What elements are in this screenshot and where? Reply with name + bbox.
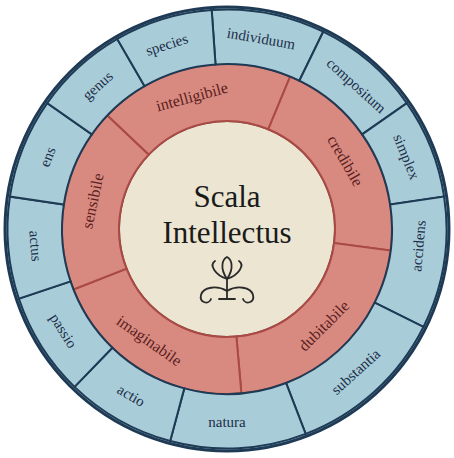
- center-title: Scala Intellectus: [142, 179, 312, 250]
- segment-label: actus: [25, 230, 45, 262]
- segment-label: natura: [208, 414, 245, 431]
